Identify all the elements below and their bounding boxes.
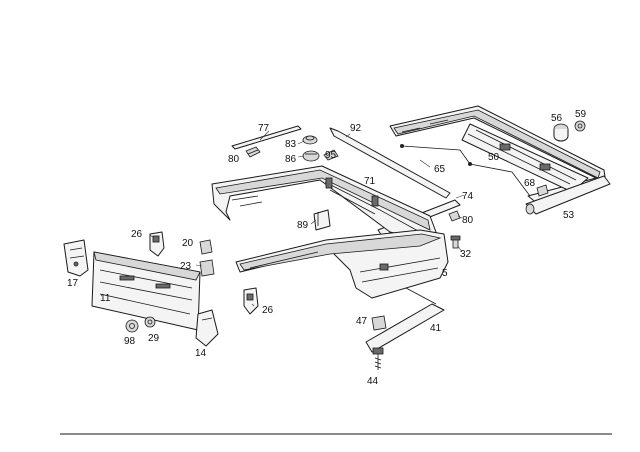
callout-29: 29 (148, 333, 160, 344)
callout-17: 17 (67, 278, 79, 289)
pad-20 (199, 239, 213, 255)
callout-59: 59 (575, 109, 587, 120)
callout-41: 41 (430, 323, 442, 334)
spoiler-41 (365, 287, 445, 353)
callout-26-upper: 26 (131, 229, 143, 240)
callout-71: 71 (364, 176, 376, 187)
callout-83: 83 (285, 139, 297, 150)
callout-23: 23 (180, 261, 192, 272)
callout-80-upper: 80 (228, 154, 240, 165)
callout-95: 95 (325, 150, 337, 161)
grommet-86 (302, 150, 320, 162)
clip-47 (371, 315, 387, 331)
callout-77: 77 (258, 123, 270, 134)
bracket-26-lower (243, 287, 259, 315)
screw-44 (372, 347, 384, 370)
trim-strip-53 (525, 175, 611, 215)
callout-14: 14 (195, 348, 207, 359)
callout-80-lower: 80 (462, 215, 474, 226)
nut-98 (125, 319, 139, 333)
bracket-14 (195, 309, 219, 347)
bracket-89 (313, 209, 331, 231)
retainer-95 (323, 149, 339, 161)
callout-68: 68 (524, 178, 536, 189)
clip-80-lower (448, 210, 461, 222)
bracket-17 (63, 239, 89, 277)
bolt-32 (450, 235, 461, 249)
washer-29 (144, 316, 156, 328)
trim-strip-77 (231, 125, 302, 150)
callout-47: 47 (356, 316, 368, 327)
callout-65: 65 (434, 164, 446, 175)
sensor-56 (553, 123, 569, 142)
clip-68 (536, 184, 549, 197)
pad-23 (199, 259, 215, 277)
callout-11: 11 (100, 293, 111, 304)
callout-86: 86 (285, 154, 297, 165)
wiring-65 (400, 144, 531, 197)
callout-20: 20 (182, 238, 194, 249)
bumper-shell-5 (235, 229, 449, 299)
bumper-assembly-50 (389, 105, 607, 205)
callout-50: 50 (488, 152, 500, 163)
callout-32: 32 (460, 249, 472, 260)
callout-92: 92 (350, 123, 362, 134)
callout-74: 74 (462, 191, 474, 202)
callout-56: 56 (551, 113, 563, 124)
callout-26-lower: 26 (262, 305, 274, 316)
callout-5: 5 (442, 268, 448, 279)
callout-53: 53 (563, 210, 575, 221)
bumper-cover-71 (211, 165, 437, 243)
callout-89: 89 (297, 220, 309, 231)
callout-98: 98 (124, 336, 136, 347)
callout-44: 44 (367, 376, 379, 387)
bracket-26-upper (149, 231, 165, 257)
trim-strip-92 (329, 127, 451, 199)
nut-59 (574, 120, 586, 132)
grommet-83 (302, 135, 318, 145)
leader-lines (149, 130, 465, 307)
clip-80-upper (245, 146, 261, 158)
callout-labels: 77 80 83 86 95 92 71 74 80 89 56 59 50 6… (67, 109, 587, 387)
